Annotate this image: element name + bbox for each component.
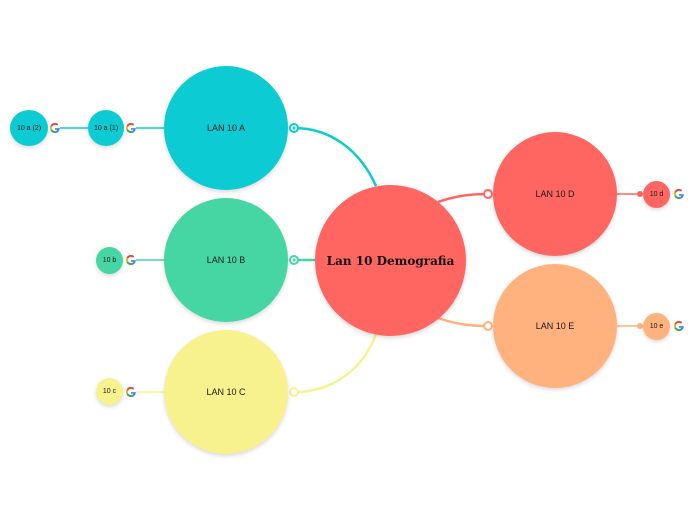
google-g-icon[interactable] <box>50 123 60 133</box>
subtopic-10c[interactable]: 10 c <box>96 378 123 405</box>
branch-lan-10-e[interactable]: LAN 10 E <box>493 264 617 388</box>
branch-label: LAN 10 C <box>206 387 246 397</box>
branch-lan-10-c[interactable]: LAN 10 C <box>164 330 288 454</box>
google-g-icon[interactable] <box>674 189 684 199</box>
subtopic-label: 10 a (1) <box>93 124 119 132</box>
google-g-icon[interactable] <box>126 255 136 265</box>
google-g-icon[interactable] <box>126 123 136 133</box>
root-topic-label: Lan 10 Demografia <box>326 253 455 268</box>
branch-label: LAN 10 D <box>535 189 575 199</box>
branch-lan-10-a[interactable]: LAN 10 A <box>164 66 288 190</box>
subtopic-10d[interactable]: 10 d <box>643 181 670 208</box>
google-g-icon[interactable] <box>674 321 684 331</box>
branch-label: LAN 10 E <box>535 321 575 331</box>
subtopic-10a-2[interactable]: 10 a (2) <box>10 110 48 146</box>
subtopic-label: 10 d <box>649 191 664 198</box>
branch-lan-10-b[interactable]: LAN 10 B <box>164 198 288 322</box>
subtopic-label: 10 c <box>102 388 117 395</box>
subtopic-10e[interactable]: 10 e <box>643 313 670 340</box>
subtopic-label: 10 b <box>102 257 117 264</box>
google-g-icon[interactable] <box>126 387 136 397</box>
subtopic-label: 10 e <box>649 323 664 330</box>
branch-label: LAN 10 A <box>206 123 246 133</box>
subtopic-10b[interactable]: 10 b <box>96 247 123 274</box>
subtopic-label: 10 a (2) <box>16 124 42 132</box>
branch-lan-10-d[interactable]: LAN 10 D <box>493 132 617 256</box>
subtopic-10a-1[interactable]: 10 a (1) <box>88 110 124 146</box>
root-topic[interactable]: Lan 10 Demografia <box>315 185 466 336</box>
branch-label: LAN 10 B <box>206 255 246 265</box>
